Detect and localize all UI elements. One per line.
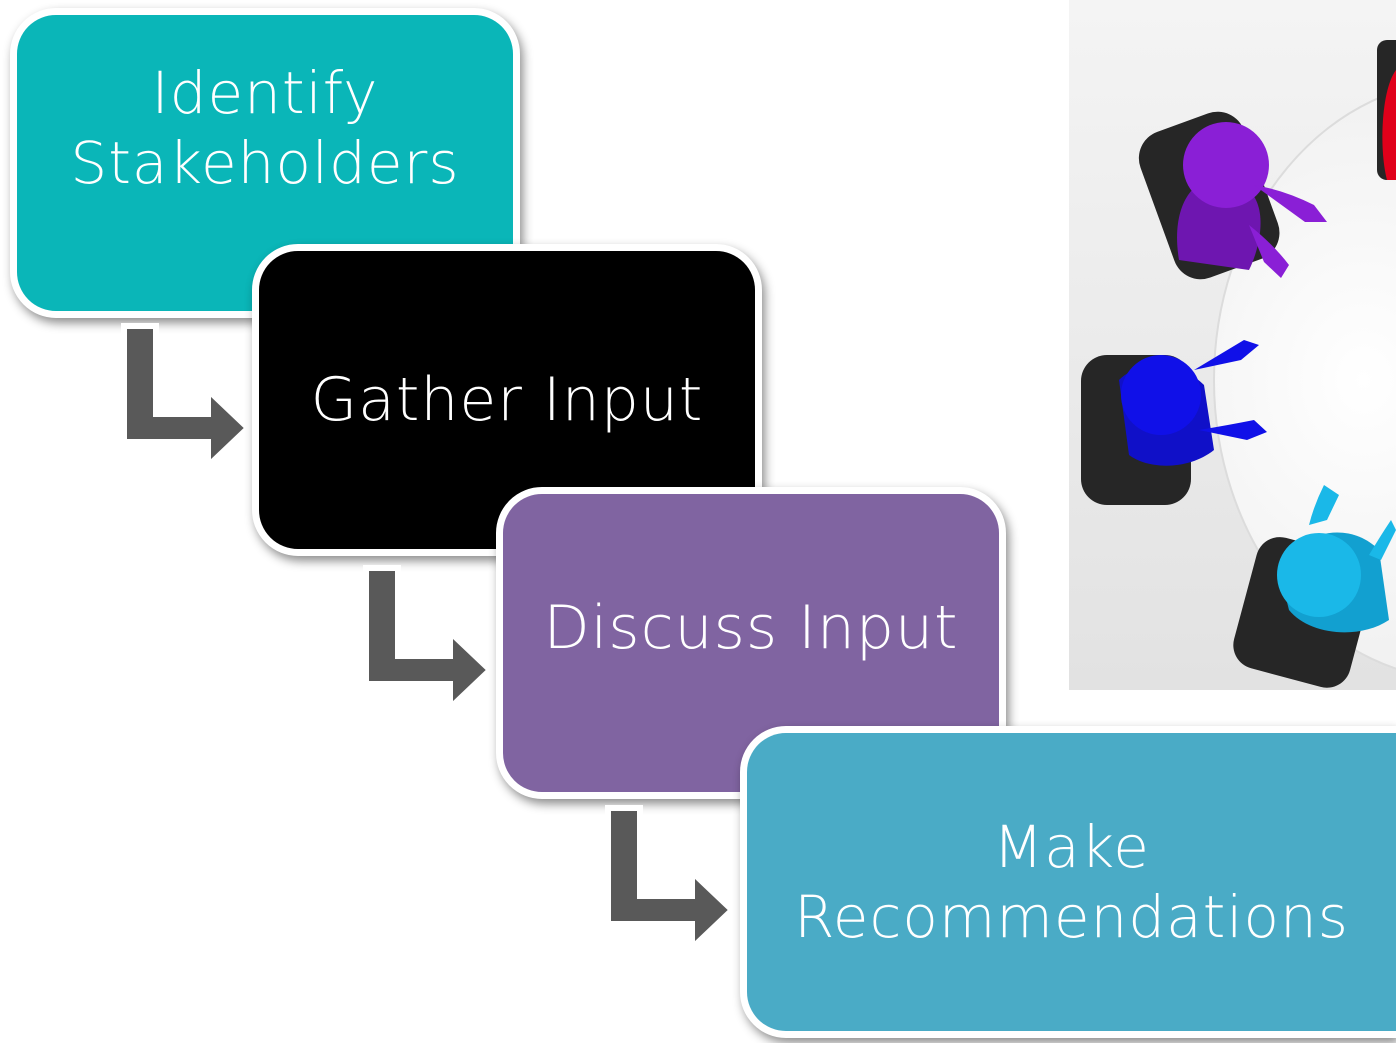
step-label: Gather Input bbox=[310, 365, 704, 435]
person-cyan bbox=[1233, 485, 1396, 688]
arrow-right-icon bbox=[363, 565, 495, 710]
meeting-illustration bbox=[1069, 0, 1396, 690]
step-make-recommendations: Make Recommendations bbox=[740, 726, 1396, 1038]
person-red bbox=[1377, 40, 1396, 180]
step-label: Discuss Input bbox=[543, 593, 959, 663]
person-purple bbox=[1138, 111, 1327, 280]
step-label: Make Recommendations bbox=[794, 813, 1349, 951]
arrow-right-icon bbox=[121, 323, 253, 468]
person-blue bbox=[1081, 340, 1267, 505]
step-label: Identify Stakeholders bbox=[70, 59, 460, 197]
arrow-right-icon bbox=[605, 805, 737, 950]
